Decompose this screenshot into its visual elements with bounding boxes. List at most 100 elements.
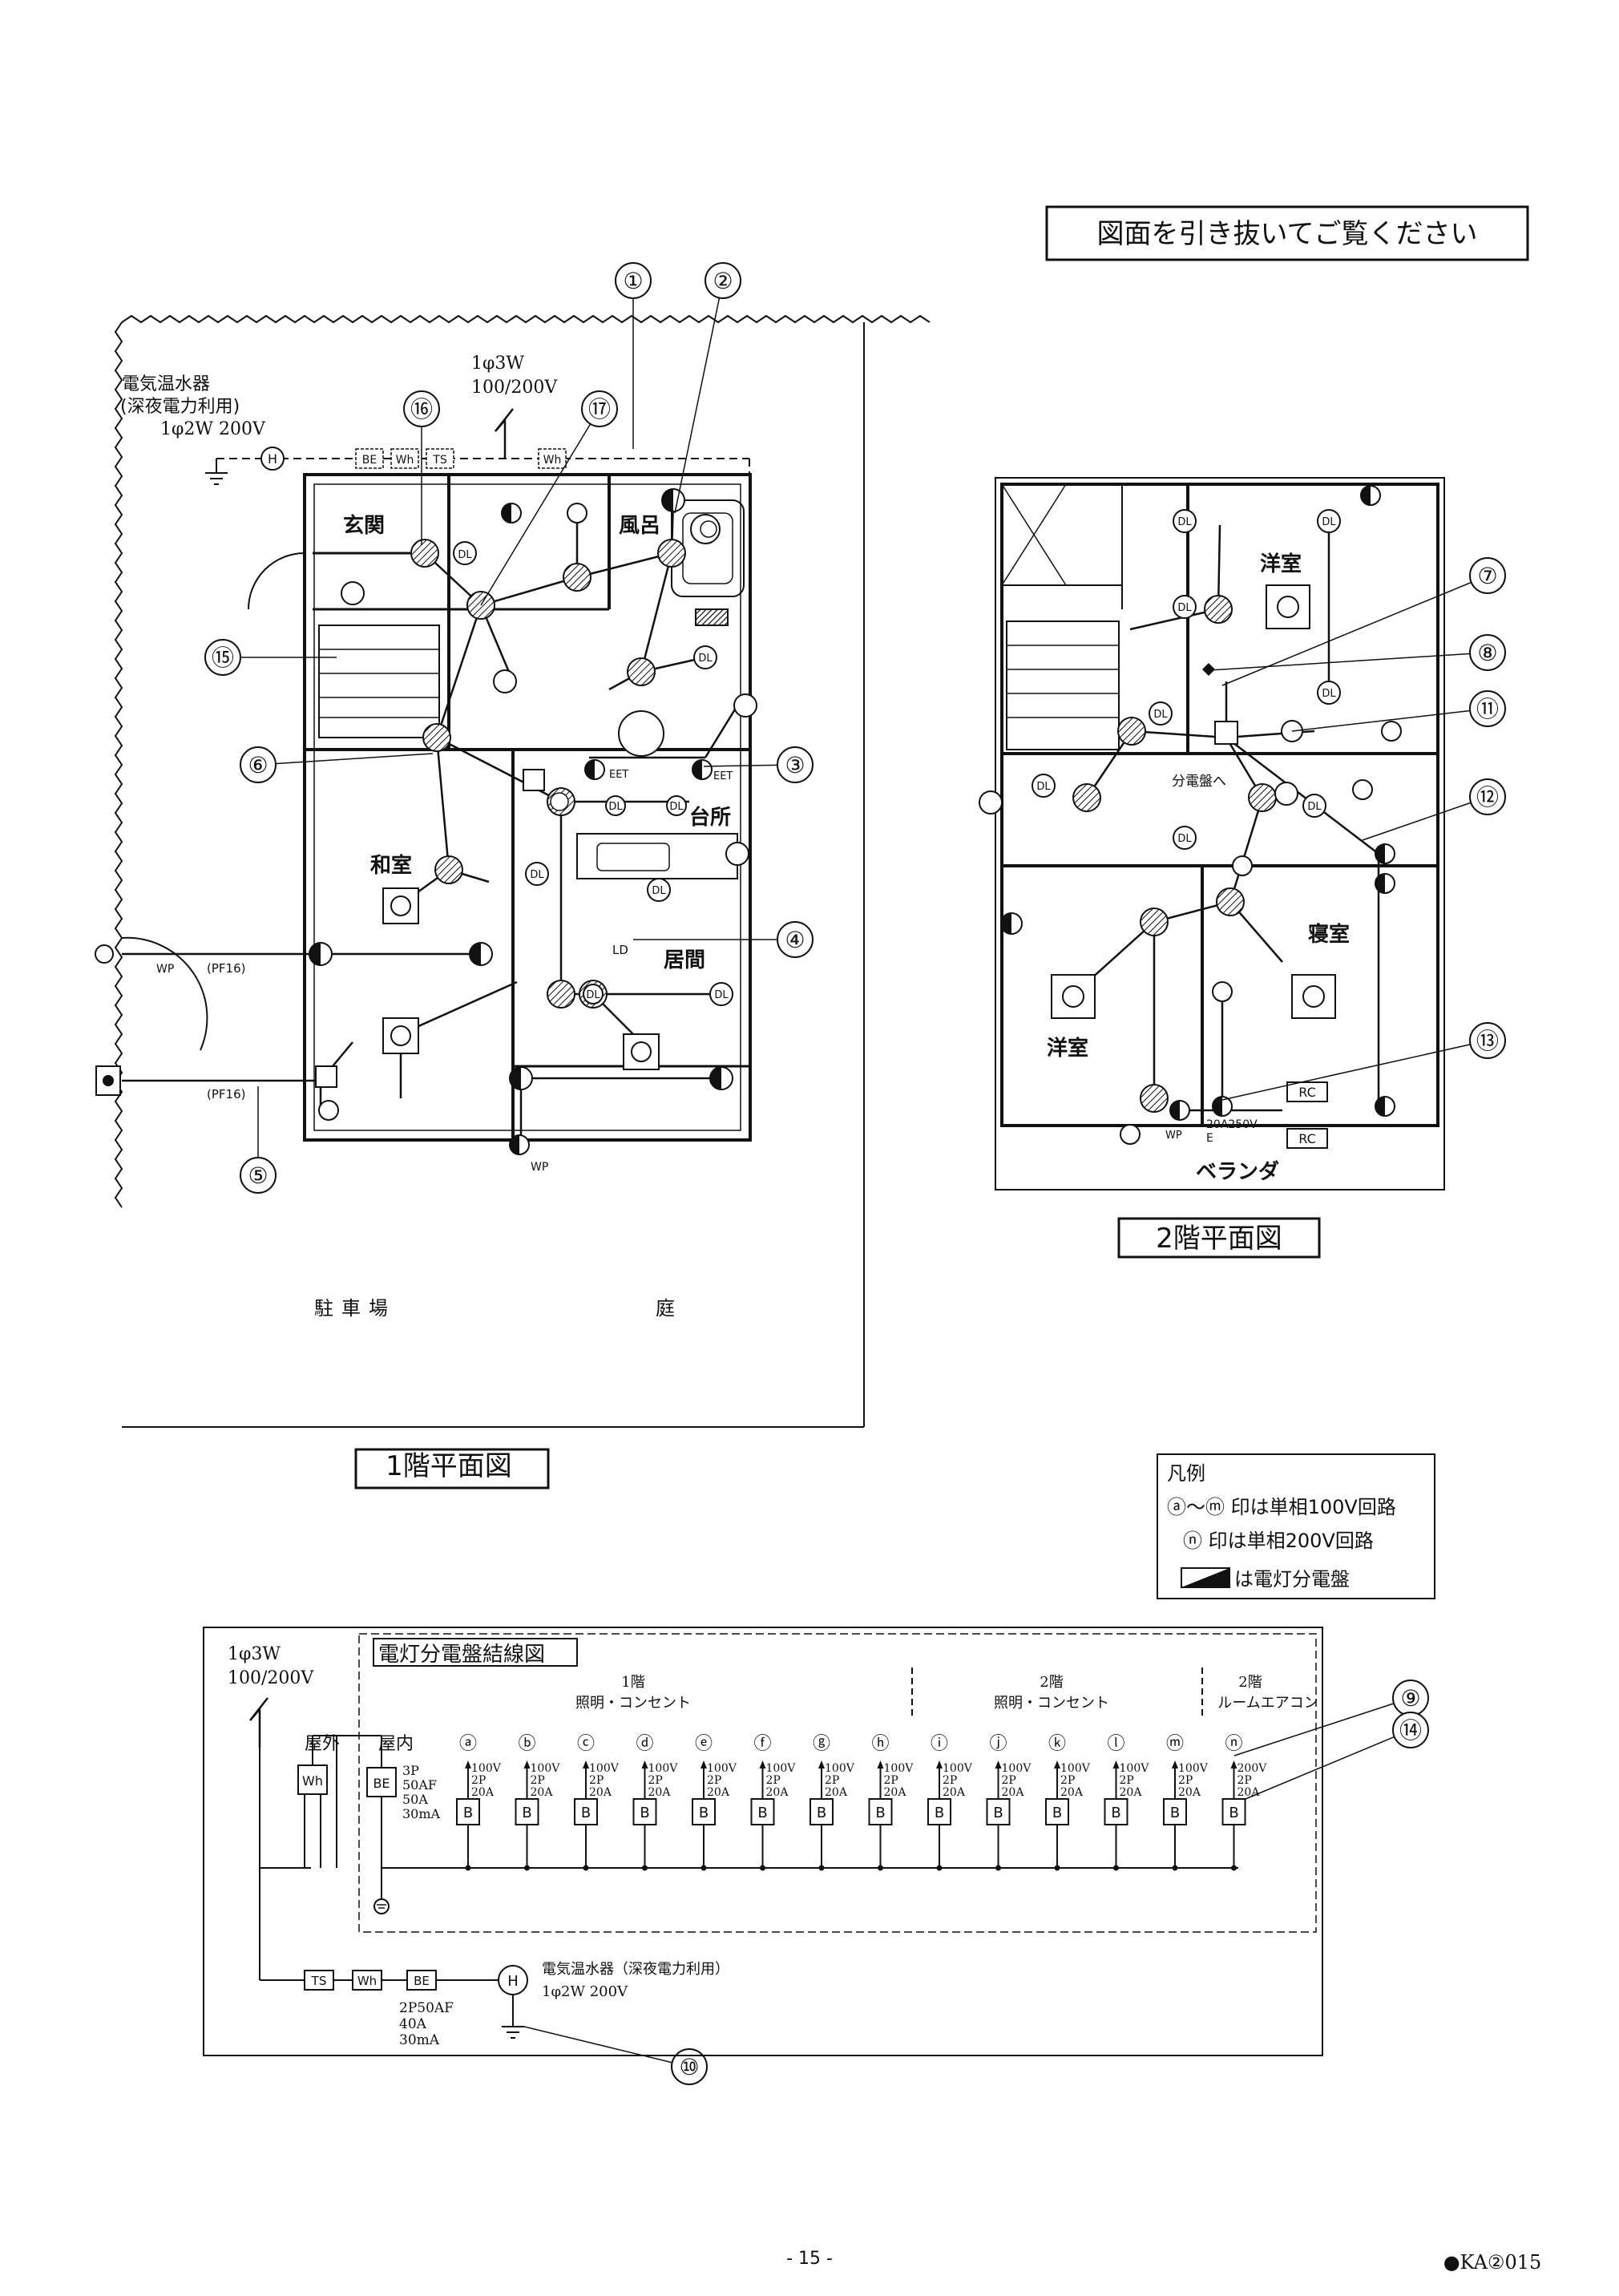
bunden-label: 分電盤へ [1172,774,1226,790]
svg-text:2階: 2階 [1040,1674,1063,1691]
callout-number: ⑮ [212,645,234,671]
callout-circle [1469,1022,1506,1059]
svg-text:30mA: 30mA [399,2032,440,2048]
circuit-id: ⓕ [753,1734,771,1754]
svg-text:DL: DL [1153,709,1168,721]
svg-text:DL: DL [608,801,623,813]
callout-circle [615,262,652,299]
callout-leader [523,2026,690,2068]
callout-circle [1469,778,1506,815]
breaker-label: B [699,1805,709,1821]
callout-number: ⑬ [1476,1028,1499,1054]
room-ima: 居間 [664,948,705,972]
circuit-spec: 2P [943,1774,957,1787]
callout-circle [1469,557,1506,594]
svg-text:DL: DL [458,549,472,561]
circuit-spec: 2P [766,1774,781,1787]
callout-circle [403,390,440,427]
callout-circle [240,746,277,783]
circuit-node [995,1865,1001,1871]
callout-number: ④ [785,927,805,953]
breaker-label: B [757,1805,767,1821]
circuit-spec: 200V [1237,1762,1268,1775]
svg-text:EET: EET [713,770,733,782]
svg-text:RC: RC [1298,1085,1316,1100]
circuit-spec: 2P [825,1774,839,1787]
circuit-spec: 2P [1178,1774,1193,1787]
breaker-box [868,1798,893,1825]
svg-text:(PF16): (PF16) [207,961,245,976]
circuit-node [642,1865,648,1871]
breaker-label: B [935,1805,944,1821]
be-spec-line: 3P [402,1763,419,1778]
callout-circle [581,390,618,427]
banner-text: 図面を引き抜いてご覧ください [1097,218,1478,250]
callout-circle [1469,634,1506,671]
panel-diagram: 電灯分電盤結線図 1φ3W 100/200V 屋外 屋内 1階 照明・コンセント… [203,1627,1323,2056]
circuit-node [1172,1865,1178,1871]
svg-text:ルームエアコン: ルームエアコン [1217,1695,1318,1712]
breaker-label: B [993,1805,1003,1821]
circuit-id: ⓒ [577,1734,595,1754]
floor2-title: 2階平面図 [1156,1223,1282,1255]
room-genkan: 玄関 [343,513,385,538]
circuit-node [524,1865,530,1871]
circuit-arrow [1112,1760,1120,1768]
callout-number: ⑪ [1476,696,1499,722]
circuit-spec: 20A [589,1786,612,1799]
svg-text:DL: DL [698,653,713,665]
floor1-dl-tags: DL DL DL DL DL DL DL DL WP (PF16) (PF16)… [156,549,733,1174]
circuit-spec: 20A [884,1786,907,1799]
room-daidokoro: 台所 [689,805,731,830]
circuit-spec: 100V [766,1762,797,1775]
breaker-label: B [1111,1805,1120,1821]
breaker-label: B [1052,1805,1062,1821]
breaker-label: B [1170,1805,1180,1821]
breaker-label: B [522,1805,531,1821]
svg-text:WP: WP [1165,1130,1182,1142]
callout-leader [257,753,434,766]
circuit-spec: 100V [1060,1762,1091,1775]
circuit-spec: 2P [1060,1774,1075,1787]
circuit-arrow [583,1760,589,1768]
circuit-spec: 20A [943,1786,966,1799]
svg-text:DL: DL [1307,801,1322,813]
circuit-arrow [465,1760,471,1768]
callout-leader [1221,1040,1488,1101]
svg-text:E: E [1206,1132,1213,1145]
panel-circuits: ⓐB100V2P20AⓑB100V2P20AⓒB100V2P20AⓓB100V2… [456,1734,1268,1871]
circuit-spec: 2P [531,1774,545,1787]
circuit-arrow [700,1760,707,1768]
callout-circle [705,262,741,299]
legend: 凡例 ⓐ～ⓜ 印は単相100V回路 ⓝ 印は単相200V回路 は電灯分電盤 [1157,1453,1435,1599]
breaker-box [1163,1798,1187,1825]
breaker-label: B [640,1805,649,1821]
callout-number: ⑩ [679,2054,699,2080]
callout-circle [1469,690,1506,727]
floor2-fixtures [979,485,1402,1149]
circuit-node [878,1865,883,1871]
circuit-arrow [818,1760,825,1768]
svg-text:BE: BE [373,1776,390,1791]
svg-text:100/200V: 100/200V [228,1668,314,1688]
svg-text:Wh: Wh [396,454,414,467]
circuit-arrow [1172,1760,1178,1768]
legend-line3: は電灯分電盤 [1234,1568,1350,1591]
svg-text:1φ2W 200V: 1φ2W 200V [542,1983,628,2000]
svg-text:DL: DL [1322,516,1336,528]
callout-leader [1221,575,1488,686]
breaker-label: B [817,1805,826,1821]
circuit-id: ⓔ [695,1734,713,1754]
callout-circle [204,639,241,676]
svg-text:電気温水器（深夜電力利用）: 電気温水器（深夜電力利用） [542,1961,729,1978]
circuit-spec: 20A [1060,1786,1084,1799]
svg-text:H: H [507,1973,519,1990]
supply-label: 1φ3W [471,354,524,374]
breaker-label: B [875,1805,885,1821]
callout-number: ① [623,268,643,294]
circuit-spec: 100V [1002,1762,1032,1775]
room2-yoshitsu2: 洋室 [1047,1036,1088,1061]
circuit-node [583,1865,589,1871]
svg-text:DL: DL [586,989,600,1001]
circuit-node [465,1865,471,1871]
